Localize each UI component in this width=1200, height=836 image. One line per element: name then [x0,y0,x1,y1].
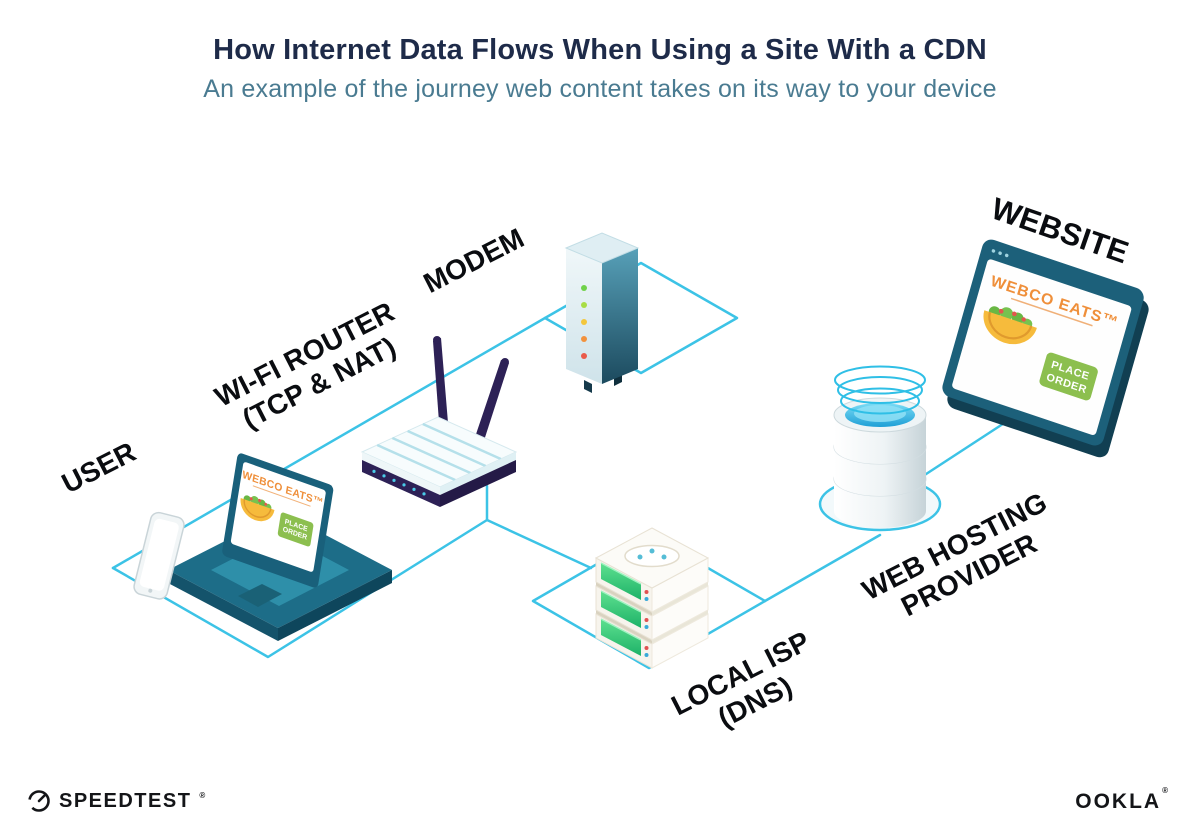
server-green-panel [601,591,641,628]
router-illustration [360,336,518,507]
hosting-signal-rings [834,365,926,415]
modem-foot [584,380,592,393]
server-led-blue [644,597,649,601]
website-place-order-button [1039,352,1098,401]
web-hosting-illustration [818,365,942,532]
laptop-trackpad [238,584,282,607]
phone [133,511,185,600]
laptop-screen: WEBCO EATS™ PLACE ORDER [222,453,334,588]
page-subtitle: An example of the journey web content ta… [203,75,997,104]
browser-menu-dots [991,249,1009,258]
server-green-panel [601,619,641,656]
server-green-panel [601,563,641,600]
server-led-blue [644,653,649,657]
header: How Internet Data Flows When Using a Sit… [0,34,1200,104]
modem-status-leds [581,285,587,359]
server-led-blue [644,625,649,629]
user-device-illustration: WEBCO EATS™ PLACE ORDER [133,453,392,641]
server-led-red [644,618,649,622]
laptop-place-order-button [277,512,314,547]
router-top-grooves [376,422,502,482]
router-front-leds [372,469,426,496]
line-router-to-isp [485,518,593,570]
line-hosting-to-website [918,416,1014,480]
server-led-red [644,646,649,650]
modem-illustration [564,232,640,393]
server-led-red [644,590,649,594]
line-isp-to-hosting [763,533,882,603]
page-title: How Internet Data Flows When Using a Sit… [213,34,987,66]
line-user-to-modem [111,316,547,570]
isp-server-illustration [594,527,710,669]
website-browser-illustration: WEBCO EATS™ PLACE ORDER [942,239,1149,458]
